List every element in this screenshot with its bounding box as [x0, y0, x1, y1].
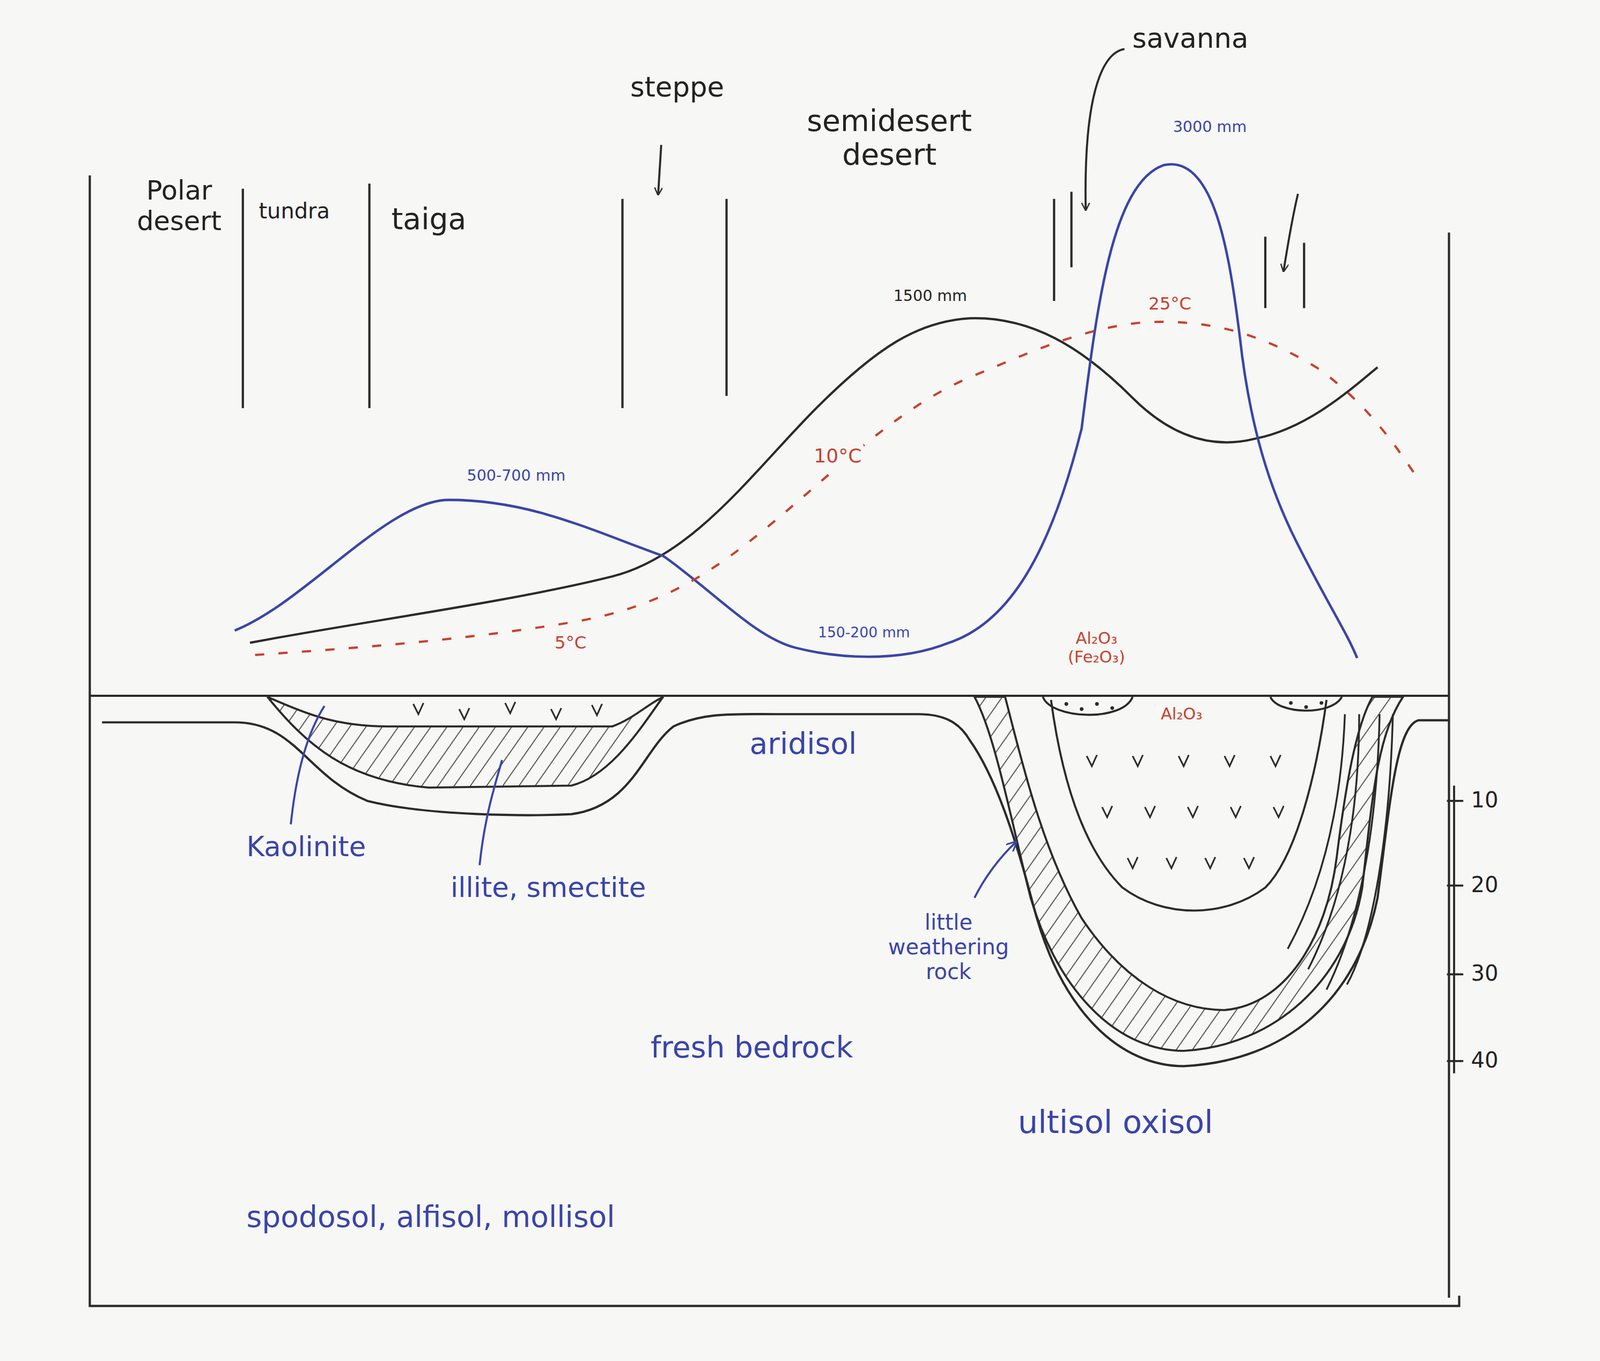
temperature-curve	[255, 321, 1419, 655]
oxide-lens	[1042, 696, 1133, 715]
lens-dot	[1288, 701, 1293, 705]
leader-line	[290, 705, 325, 825]
vegetation-mark	[1230, 805, 1241, 817]
scale-bar	[1453, 785, 1456, 1073]
lens-dot	[1064, 702, 1069, 706]
temperature-value: 25°C	[1146, 293, 1193, 314]
zone-divider	[1264, 236, 1267, 308]
vegetation-mark	[1273, 805, 1284, 817]
soil-label: spodosol, alfisol, mollisol	[245, 1199, 617, 1234]
layer-boundary	[1050, 699, 1327, 911]
lens-dot	[1079, 706, 1084, 711]
pointer-arrow	[1085, 48, 1125, 210]
oxide-label: Al₂O₃	[1159, 704, 1205, 724]
scale-tick	[1447, 972, 1464, 976]
zone-label: taiga	[389, 202, 469, 237]
pointer-arrow	[1283, 193, 1299, 271]
soil-label: ultisol oxisol	[1016, 1103, 1215, 1141]
vegetation-mark	[591, 703, 602, 715]
vegetation-mark	[1127, 857, 1138, 869]
rock-label: little weathering rock	[873, 910, 1024, 985]
hatched-layer	[267, 696, 663, 788]
soil-label: aridisol	[747, 726, 859, 761]
precipitation-curve	[234, 164, 1358, 658]
zone-label: savanna	[1130, 22, 1251, 55]
scale-number: 10	[1469, 787, 1500, 813]
frame-line	[89, 175, 1459, 1306]
vegetation-mark	[1224, 754, 1235, 766]
frame-line	[1447, 232, 1450, 1298]
zone-divider	[368, 183, 371, 408]
leader-line	[479, 760, 503, 866]
hatched-layer	[974, 696, 1404, 1051]
vegetation-mark	[1145, 805, 1156, 817]
streak-line	[1287, 713, 1346, 949]
vegetation-mark	[1187, 805, 1198, 817]
precipitation-value: 500-700 mm	[465, 467, 568, 485]
vegetation-marks	[413, 701, 1284, 868]
vegetation-mark	[1270, 754, 1281, 766]
ground-surface	[89, 694, 1449, 697]
pointer-arrow	[658, 144, 662, 194]
vegetation-mark	[1166, 857, 1177, 869]
precipitation-value: 150-200 mm	[816, 624, 912, 641]
streak-line	[1308, 713, 1360, 969]
scale-number: 40	[1469, 1048, 1500, 1073]
vegetation-mark	[505, 701, 516, 713]
zone-label: steppe	[628, 71, 726, 103]
zone-divider	[1070, 192, 1073, 268]
scale-tick	[1447, 1059, 1464, 1063]
zone-divider	[241, 188, 245, 409]
lens-dot	[1304, 705, 1309, 710]
zone-divider	[621, 198, 624, 409]
rock-label: fresh bedrock	[649, 1030, 855, 1065]
scale-number: 30	[1469, 961, 1500, 986]
lens-dot	[1319, 701, 1324, 705]
vegetation-mark	[550, 708, 562, 720]
vegetation-mark	[1205, 857, 1216, 869]
zone-divider	[1052, 198, 1056, 301]
vegetation-mark	[1132, 754, 1144, 766]
zone-divider	[1302, 242, 1305, 309]
precipitation-value: 3000 mm	[1171, 118, 1249, 137]
lens-dot	[1110, 705, 1115, 710]
zone-label: tundra	[256, 198, 332, 224]
vegetation-mark	[413, 702, 424, 714]
scale-number: 20	[1469, 872, 1500, 898]
black-curve	[249, 318, 1378, 643]
oxide-label: Al₂O₃ (Fe₂O₃)	[1052, 628, 1140, 667]
mineral-label: illite, smectite	[448, 871, 648, 904]
temperature-value: 5°C	[553, 632, 588, 653]
vegetation-mark	[1102, 805, 1113, 817]
temperature-value: 10°C	[812, 444, 864, 468]
zone-label: semidesert desert	[775, 104, 1004, 173]
zone-label: Polar desert	[120, 175, 238, 237]
leader-arrow	[974, 842, 1016, 898]
mineral-label: Kaolinite	[245, 830, 368, 863]
streak-line	[1326, 713, 1380, 990]
lens-dot	[1095, 702, 1100, 706]
vegetation-mark	[1086, 754, 1097, 766]
vegetation-mark	[1243, 857, 1255, 869]
zone-divider	[725, 198, 728, 396]
scale-tick	[1447, 884, 1464, 887]
streak-line	[1346, 713, 1393, 985]
vegetation-mark	[459, 708, 470, 720]
oxide-lens	[1270, 696, 1343, 711]
curve-value: 1500 mm	[891, 287, 969, 306]
scale-tick	[1447, 799, 1464, 802]
vegetation-mark	[1178, 754, 1189, 766]
